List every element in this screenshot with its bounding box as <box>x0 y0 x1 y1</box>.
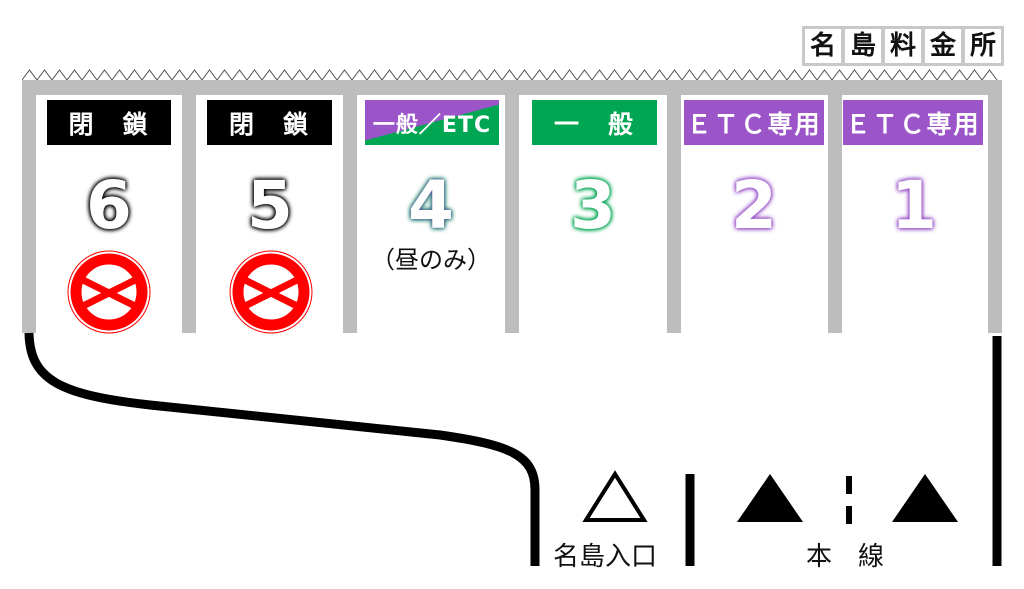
mainline-label: 本 線 <box>806 542 885 572</box>
roof-zigzag <box>22 69 998 81</box>
title-char: 料 <box>885 29 921 63</box>
pillar <box>182 80 196 333</box>
title-char: 所 <box>965 29 1001 63</box>
lane-6-sign: 閉 鎖 <box>47 100 171 145</box>
lane-2-sign: ＥＴＣ専用 <box>684 100 824 145</box>
entrance-road-edge <box>24 332 540 566</box>
lane-1-sign: ＥＴＣ専用 <box>843 100 983 145</box>
pillar <box>667 80 681 333</box>
toll-plaza-name: 名 島 料 金 所 <box>802 26 1004 66</box>
lane-4-number: 4 <box>408 167 454 244</box>
no-entry-icon <box>229 250 313 334</box>
lane-1-number: 1 <box>891 167 937 244</box>
title-char: 金 <box>925 29 961 63</box>
pillar <box>988 80 1002 333</box>
filled-triangle-icon <box>737 474 803 522</box>
lane-5-number: 5 <box>247 167 293 244</box>
no-entry-icon <box>67 250 151 334</box>
lane-2-number: 2 <box>731 167 777 244</box>
pillar <box>505 80 519 333</box>
pillar <box>343 80 357 333</box>
lane-3-sign: 一 般 <box>532 100 657 145</box>
filled-triangle-icon <box>892 474 958 522</box>
title-char: 名 <box>805 29 841 63</box>
lane-5-sign: 閉 鎖 <box>207 100 332 145</box>
lane-4-sign: 一般／ETC <box>365 100 499 145</box>
lane-6-number: 6 <box>86 167 132 244</box>
pillar <box>828 80 842 333</box>
entrance-label: 名島入口 <box>553 542 658 572</box>
pillar <box>22 80 36 333</box>
lane-3-number: 3 <box>570 167 616 244</box>
title-char: 島 <box>845 29 881 63</box>
lane-4-note: （昼のみ） <box>371 246 491 274</box>
outline-triangle-icon <box>582 470 648 522</box>
